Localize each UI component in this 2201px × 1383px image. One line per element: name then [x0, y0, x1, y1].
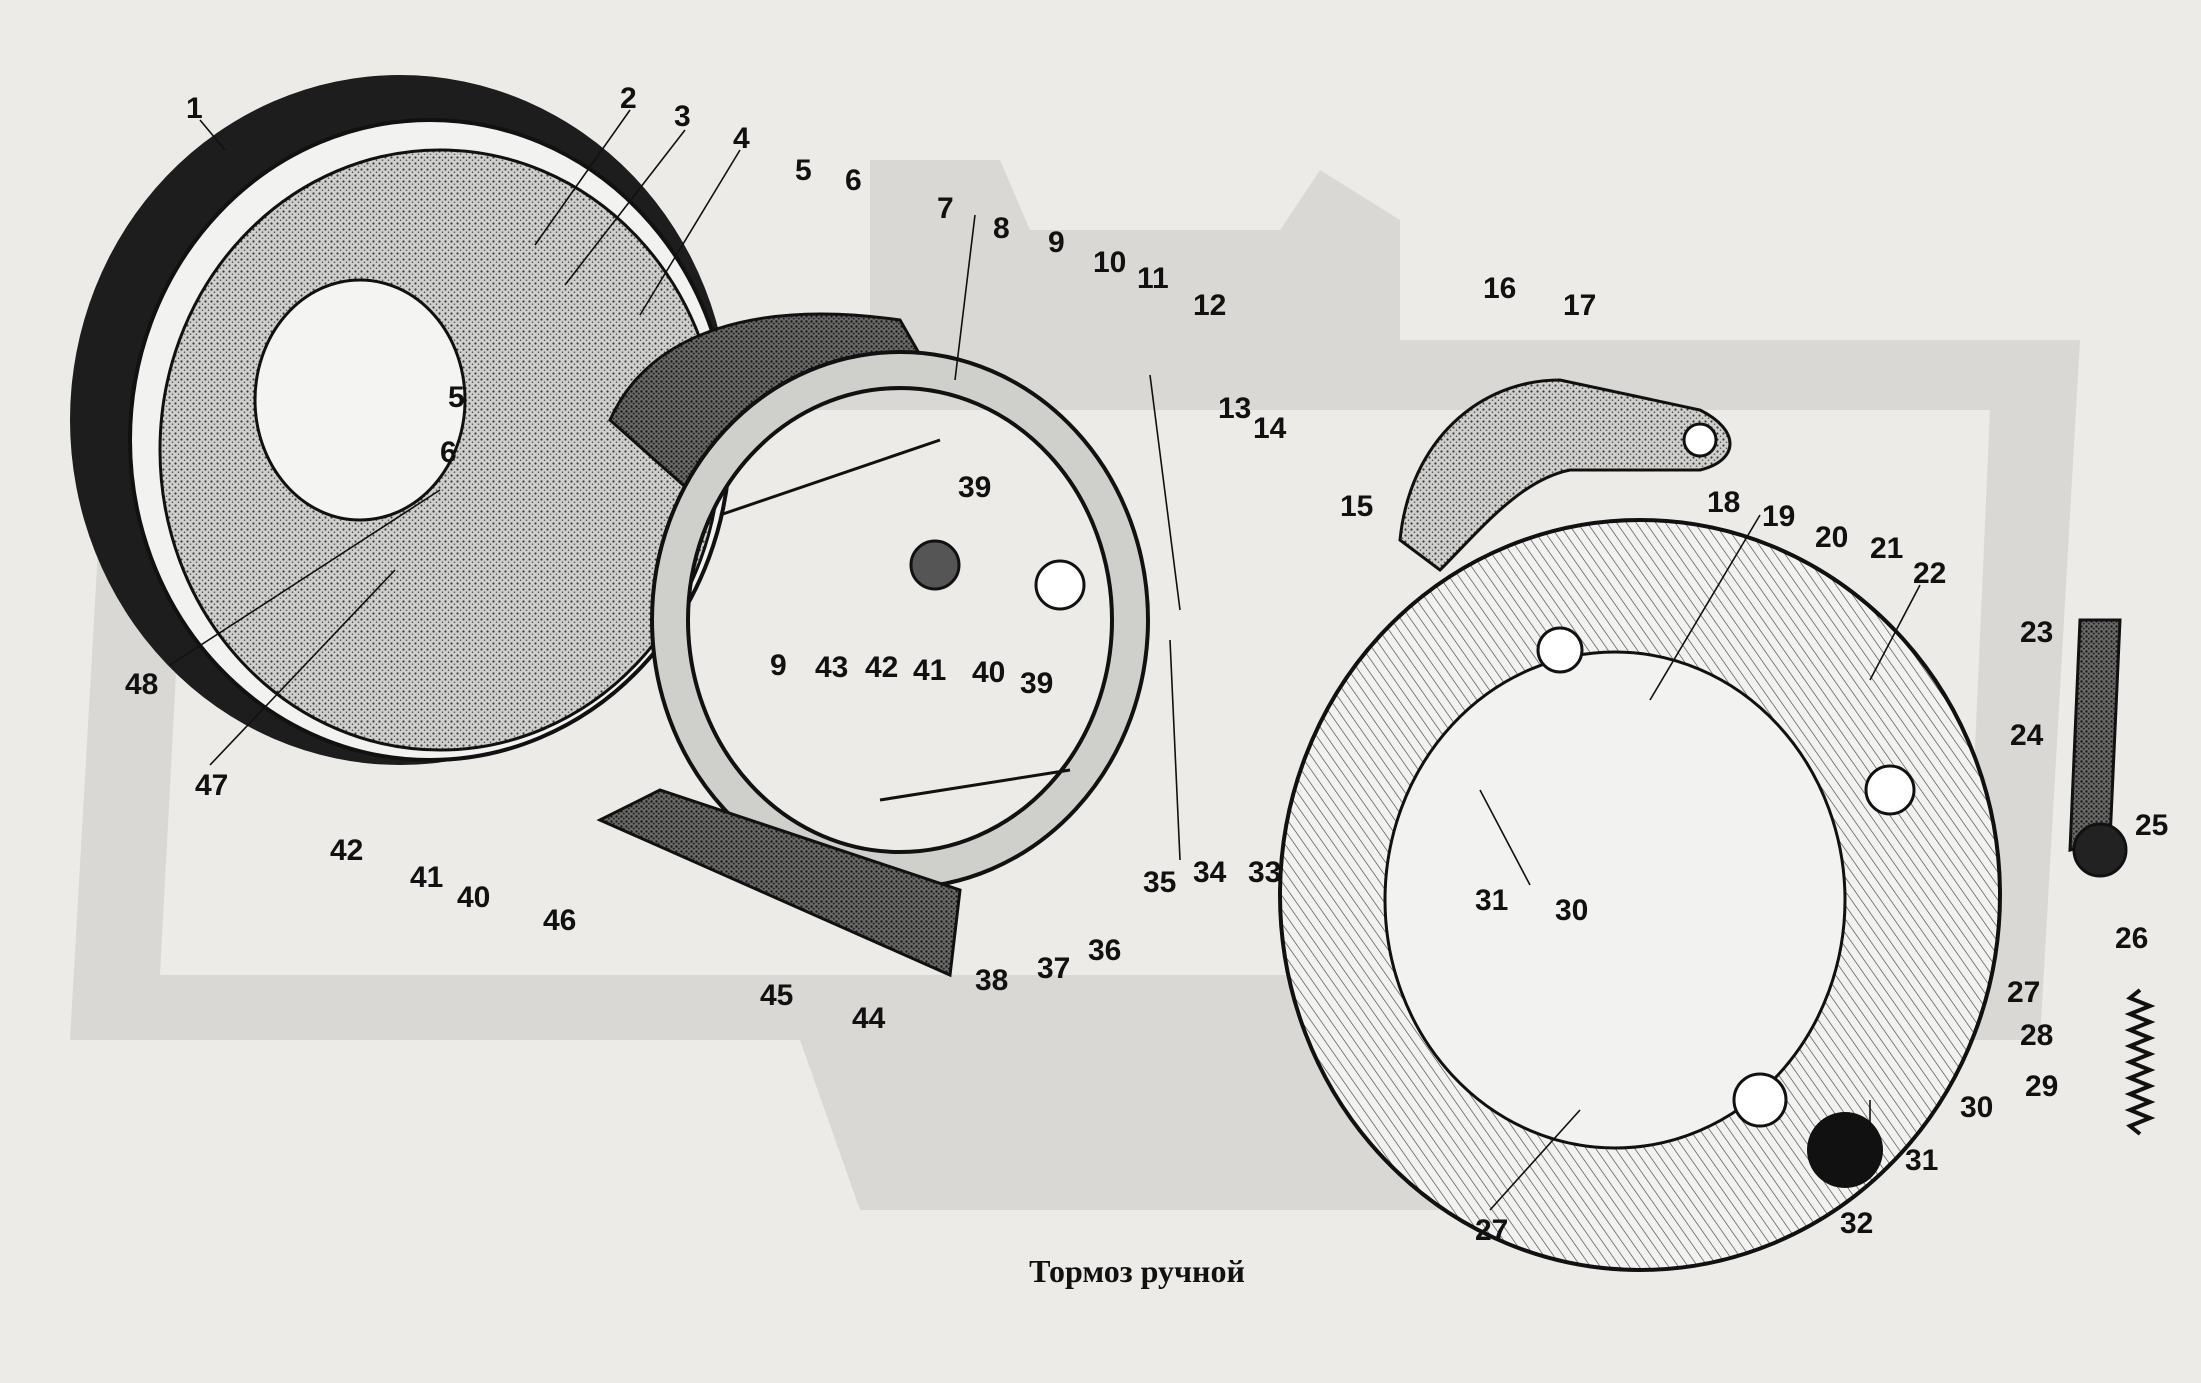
callout-17: 17: [1563, 289, 1596, 322]
callout-32: 32: [1840, 1207, 1873, 1240]
callout-35: 35: [1143, 866, 1176, 899]
callout-18: 18: [1707, 486, 1740, 519]
callout-30b: 30: [1960, 1091, 1993, 1124]
callout-37: 37: [1037, 952, 1070, 985]
callout-24: 24: [2010, 719, 2044, 752]
callout-15: 15: [1340, 490, 1373, 523]
callout-42b: 42: [330, 834, 363, 867]
callout-31b: 31: [1905, 1144, 1938, 1177]
callout-28: 28: [2020, 1019, 2053, 1052]
callout-2: 2: [620, 82, 637, 115]
callout-38: 38: [975, 964, 1008, 997]
callout-44: 44: [852, 1002, 886, 1035]
callout-19: 19: [1762, 500, 1795, 533]
callout-16: 16: [1483, 272, 1516, 305]
callout-4: 4: [733, 122, 750, 155]
callout-39: 39: [958, 471, 991, 504]
callout-8: 8: [993, 212, 1010, 245]
callout-7: 7: [937, 192, 954, 225]
brake-shoes: [596, 312, 1150, 978]
callout-25: 25: [2135, 809, 2168, 842]
leader-lines: [169, 109, 1921, 1211]
callout-13: 13: [1218, 392, 1251, 425]
callout-21: 21: [1870, 532, 1903, 565]
callout-40: 40: [972, 656, 1005, 689]
callout-5: 5: [795, 154, 812, 187]
callout-36: 36: [1088, 934, 1121, 967]
backing-plate: [1278, 518, 2002, 1272]
callout-20: 20: [1815, 521, 1848, 554]
callout-27b: 27: [1475, 1214, 1508, 1247]
callout-41b: 41: [410, 861, 443, 894]
callout-29: 29: [2025, 1070, 2058, 1103]
callout-41: 41: [913, 654, 946, 687]
callout-47: 47: [195, 769, 228, 802]
callout-30: 30: [1555, 894, 1588, 927]
brake-drum: [70, 75, 732, 765]
callout-11: 11: [1137, 262, 1169, 295]
callout-9: 9: [1048, 226, 1065, 259]
callout-6b: 6: [440, 436, 457, 469]
callout-9b: 9: [770, 649, 787, 682]
lever-plate: [1398, 378, 1732, 572]
callout-46: 46: [543, 904, 576, 937]
callout-40b: 40: [457, 881, 490, 914]
figure-caption: Тормоз ручной: [1029, 1253, 1245, 1289]
callout-33: 33: [1248, 856, 1281, 889]
callout-10: 10: [1093, 246, 1126, 279]
spring-29: [2124, 988, 2156, 1136]
callout-27: 27: [2007, 976, 2040, 1009]
callout-5b: 5: [448, 381, 465, 414]
callout-39b: 39: [1020, 667, 1053, 700]
callout-43: 43: [815, 651, 848, 684]
callout-14: 14: [1253, 412, 1287, 445]
callout-labels: 1 2 3 4 5 5 6 6 7 8 9 9 10 11 12 13 14 1…: [125, 82, 2168, 1247]
callout-22: 22: [1913, 557, 1946, 590]
callout-26: 26: [2115, 922, 2148, 955]
callout-48: 48: [125, 668, 158, 701]
callout-12: 12: [1193, 289, 1226, 322]
callout-45: 45: [760, 979, 793, 1012]
callout-42: 42: [865, 651, 898, 684]
callout-31: 31: [1475, 884, 1508, 917]
callout-23: 23: [2020, 616, 2053, 649]
callout-34: 34: [1193, 856, 1227, 889]
callout-3: 3: [674, 100, 691, 133]
callout-6: 6: [845, 164, 862, 197]
lever-23: [2068, 618, 2128, 878]
callout-1: 1: [186, 92, 203, 125]
